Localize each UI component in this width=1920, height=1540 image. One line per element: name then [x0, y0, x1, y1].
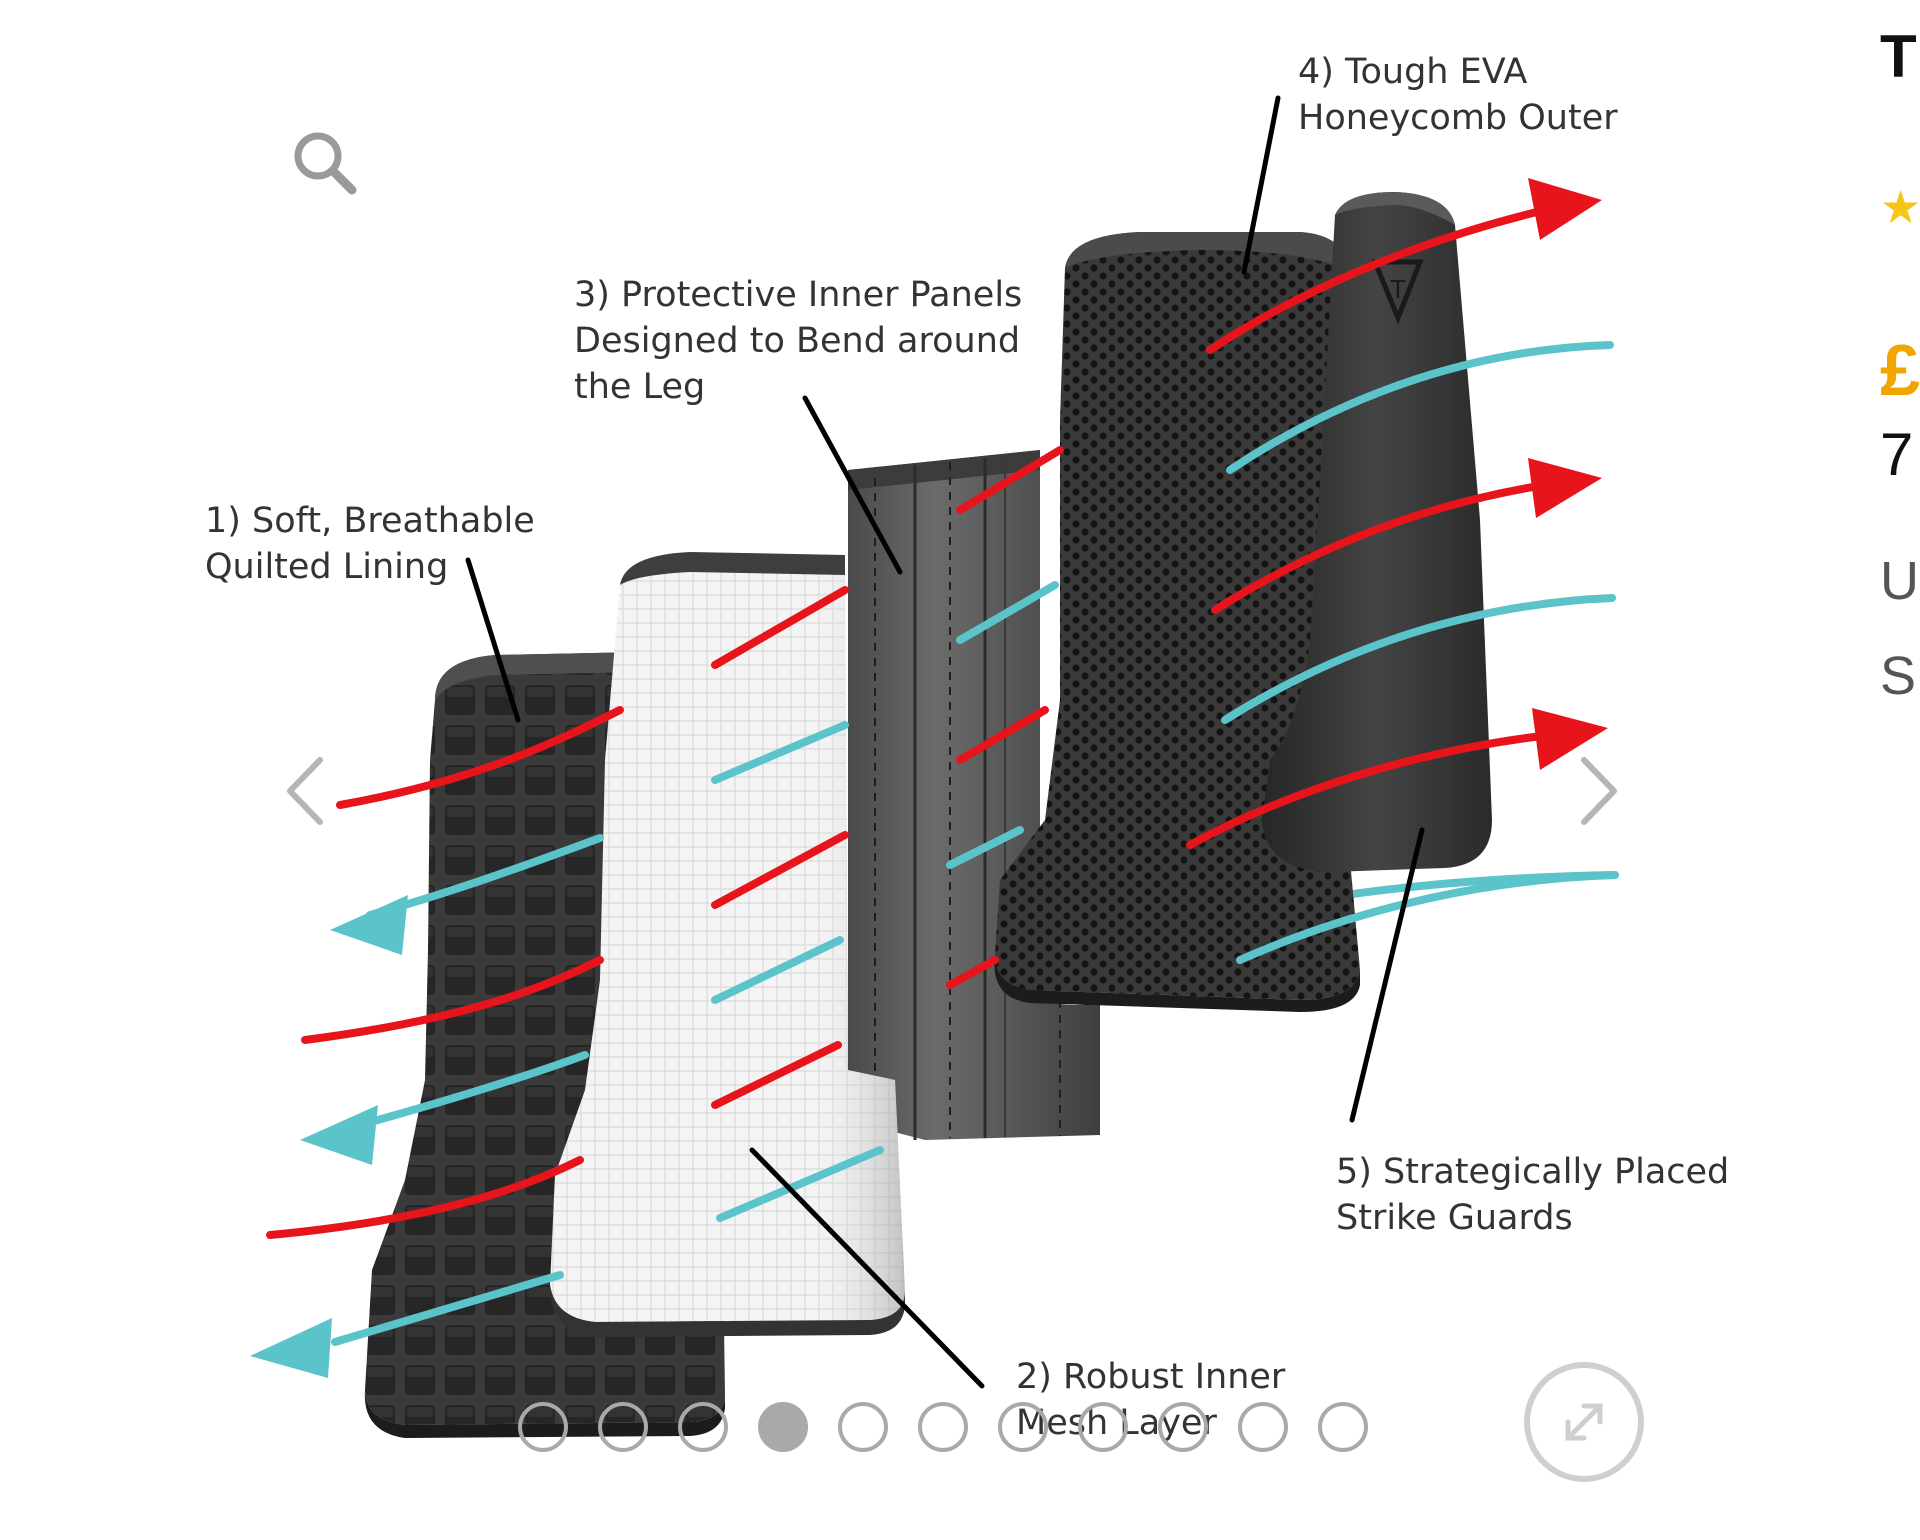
callout-label-1-line-1: 1) Soft, Breathable [205, 501, 535, 541]
chevron-right-icon[interactable] [1572, 752, 1626, 830]
callout-label-5-line-1: 5) Strategically Placed [1336, 1152, 1730, 1192]
callout-label-3-line-1: 3) Protective Inner Panels [574, 275, 1023, 315]
carousel-dot[interactable] [1158, 1402, 1208, 1452]
callout-label-4: 4) Tough EVA Honeycomb Outer [1298, 49, 1618, 141]
honeycomb-outer-layer [994, 232, 1360, 1012]
carousel-dot[interactable] [758, 1402, 808, 1452]
secondary-price-fragment: 7 [1880, 421, 1914, 488]
carousel-dot[interactable] [838, 1402, 888, 1452]
carousel-dot[interactable] [1318, 1402, 1368, 1452]
heat-flow-arrowheads [1528, 178, 1608, 770]
carousel-dot[interactable] [518, 1402, 568, 1452]
callout-label-2-line-1: 2) Robust Inner [1016, 1357, 1286, 1397]
detail-line-2-fragment: S [1880, 646, 1917, 706]
price-fragment: £ [1880, 331, 1920, 411]
callout-lines [465, 95, 1425, 1389]
heat-flow-arrows [266, 206, 1554, 1239]
carousel-dot[interactable] [598, 1402, 648, 1452]
callout-label-5-line-2: Strike Guards [1336, 1198, 1573, 1238]
callout-label-1-line-2: Quilted Lining [205, 547, 449, 587]
detail-line-1-fragment: U [1880, 551, 1919, 611]
carousel-dot[interactable] [1238, 1402, 1288, 1452]
product-details-panel: T ★ £ 7 U S [1880, 0, 1920, 1540]
brand-logo-icon [1371, 259, 1424, 325]
svg-text:T: T [1390, 274, 1406, 304]
air-flow-arrowheads [250, 895, 408, 1378]
callout-label-3-line-2: Designed to Bend around [574, 321, 1021, 361]
fullscreen-button[interactable] [1524, 1362, 1644, 1482]
callout-label-4-line-2: Honeycomb Outer [1298, 98, 1618, 138]
product-title-fragment: T [1880, 23, 1917, 90]
callout-label-5: 5) Strategically Placed Strike Guards [1336, 1149, 1729, 1241]
product-image-gallery: T [205, 49, 1729, 1482]
rating-star-icon: ★ [1880, 181, 1920, 233]
callout-label-4-line-1: 4) Tough EVA [1298, 52, 1528, 92]
chevron-left-icon[interactable] [278, 752, 332, 830]
carousel-dot[interactable] [998, 1402, 1048, 1452]
callout-label-1: 1) Soft, Breathable Quilted Lining [205, 498, 535, 590]
carousel-dot[interactable] [1078, 1402, 1128, 1452]
expand-icon [1565, 1403, 1603, 1441]
carousel-dot[interactable] [918, 1402, 968, 1452]
callout-label-3-line-3: the Leg [574, 367, 706, 407]
carousel-dot[interactable] [678, 1402, 728, 1452]
inner-mesh-layer [550, 552, 905, 1337]
carousel-pagination [518, 1402, 1398, 1462]
callout-label-3: 3) Protective Inner Panels Designed to B… [574, 272, 1022, 410]
magnifier-icon[interactable] [290, 128, 360, 198]
boot-layers-diagram: T [250, 95, 1619, 1438]
